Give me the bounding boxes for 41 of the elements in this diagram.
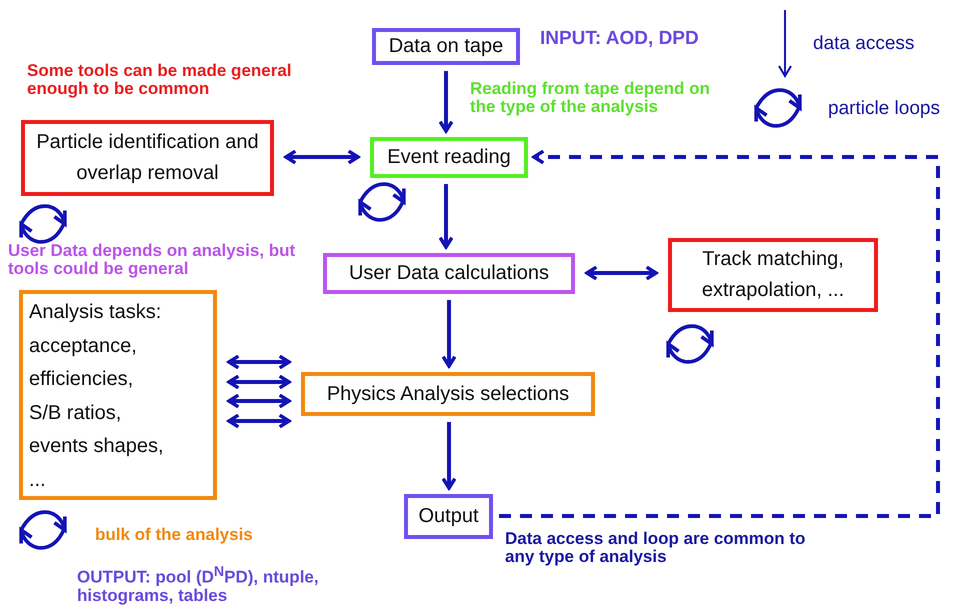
annotation-note: bulk of the analysis — [95, 526, 254, 544]
arrow — [227, 354, 291, 370]
input-note: INPUT: AOD, DPD — [540, 30, 699, 48]
box-text: Data on tape — [388, 34, 504, 59]
arrow — [284, 149, 360, 165]
arrow — [585, 265, 658, 281]
annotation-note: User Data depends on analysis, but tools could be general — [8, 242, 296, 278]
box-text: events shapes, — [29, 434, 164, 459]
arrow — [227, 393, 291, 409]
annotation-note: Reading from tape depend on the type of the analysis — [470, 80, 711, 116]
arrow — [227, 413, 291, 429]
annotation-note: Some tools can be made general enough to be common — [27, 62, 293, 98]
box-text: Physics Analysis selections — [326, 382, 570, 406]
process-box — [21, 120, 274, 196]
arrow — [438, 71, 454, 133]
box-text: User Data calculations — [348, 261, 550, 286]
process-box — [372, 28, 520, 65]
process-box — [668, 238, 878, 312]
process-box — [404, 494, 493, 539]
arrow — [441, 422, 457, 490]
arrow — [441, 300, 457, 368]
process-box — [323, 253, 575, 294]
legend-text: data access — [813, 33, 914, 55]
box-text: Track matching, extrapolation, ... — [700, 247, 846, 303]
annotation-note: OUTPUT: pool (D$^{N}$PD), ntuple, histograms, tables — [77, 563, 320, 605]
box-text: Output — [418, 504, 479, 529]
box-text: Analysis tasks: — [29, 300, 162, 325]
process-box — [370, 137, 528, 178]
box-text: acceptance, — [29, 334, 137, 358]
box-text: ... — [29, 468, 46, 492]
process-box — [301, 372, 595, 416]
arrow — [438, 184, 454, 249]
box-text: Particle identification and overlap removal — [35, 130, 260, 186]
annotation-note: Data access and loop are common to any type of analysis — [505, 530, 806, 566]
box-text: S/B ratios, — [29, 400, 122, 426]
arrow — [227, 374, 291, 390]
process-box — [19, 290, 217, 500]
box-text: Event reading — [387, 145, 511, 170]
box-text: efficiencies, — [29, 367, 134, 392]
dashed-arrow — [499, 149, 940, 518]
legend-text: particle loops — [828, 98, 940, 120]
